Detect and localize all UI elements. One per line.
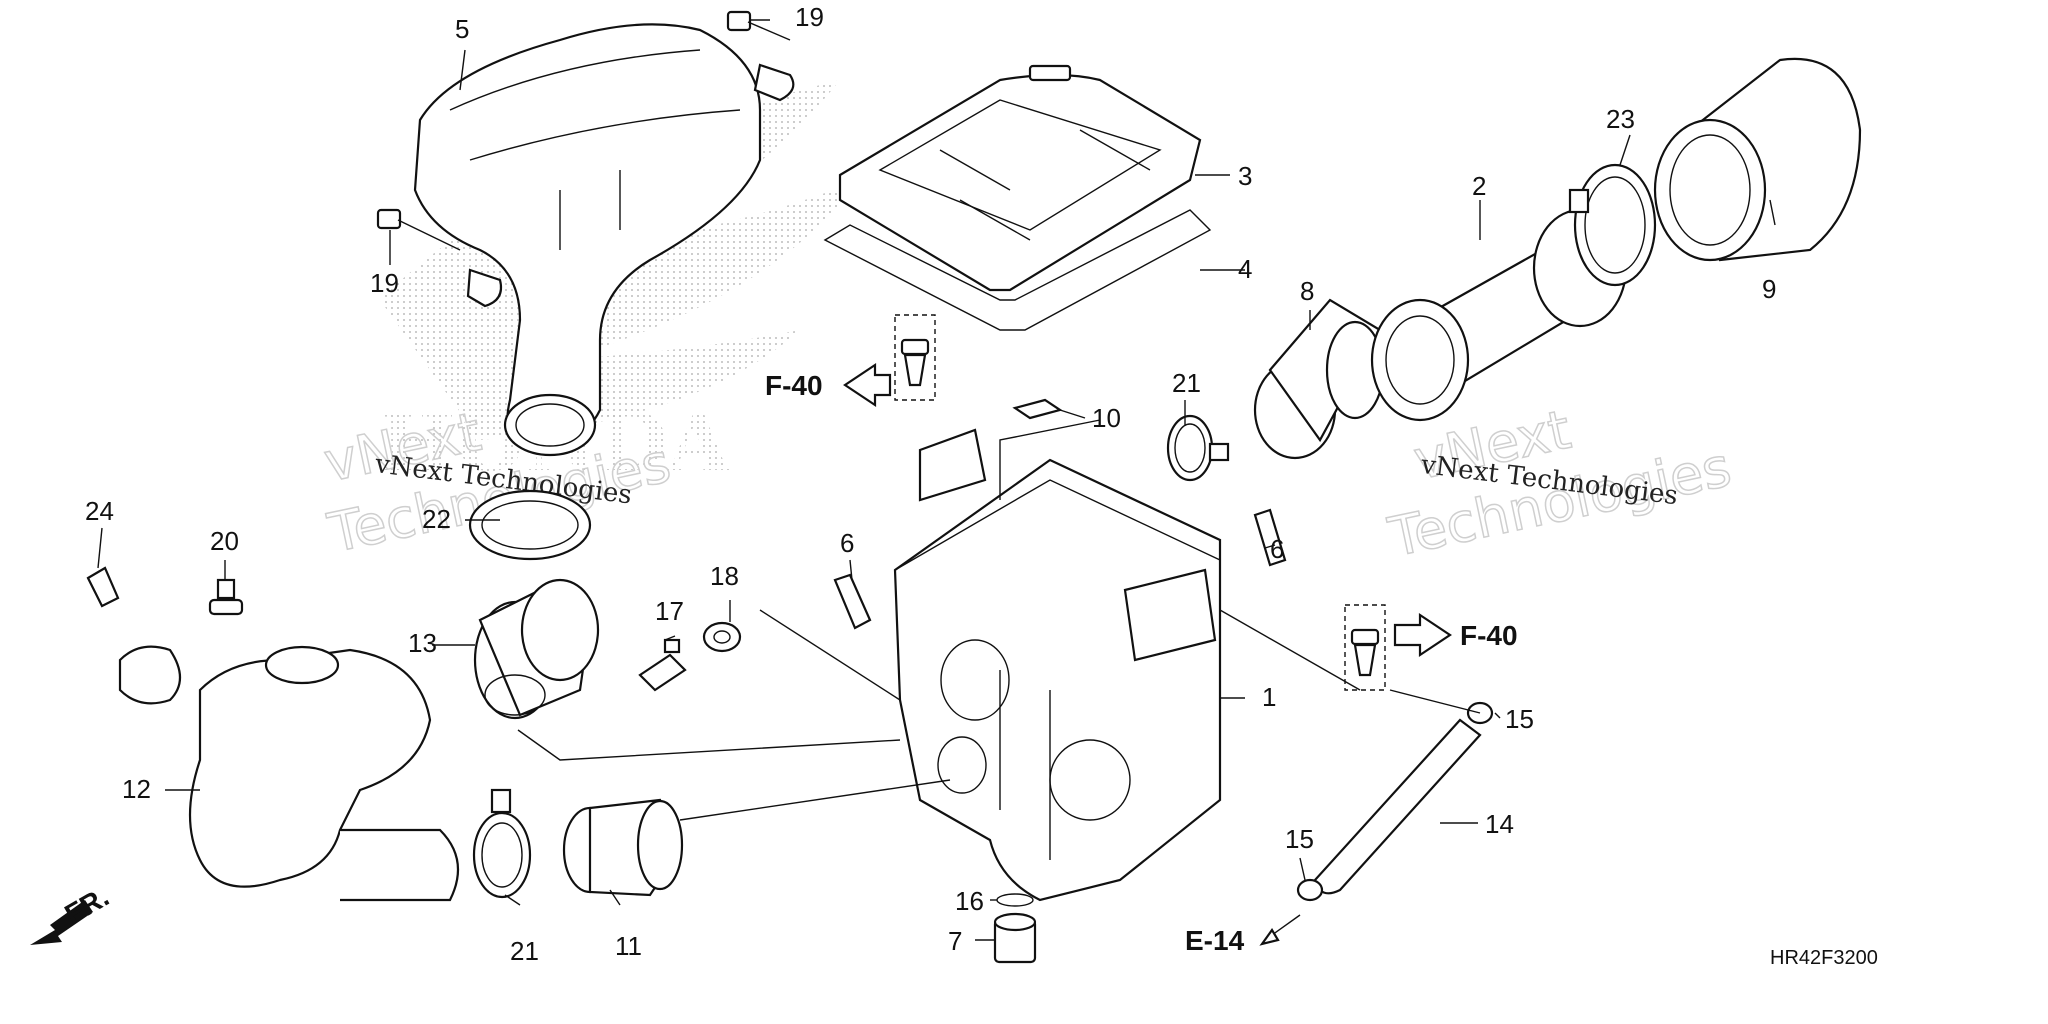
part-bolt-left xyxy=(376,208,503,308)
part-clip-15-lower xyxy=(1296,878,1324,902)
ref-arrow-f40-top: F-40 xyxy=(765,362,892,408)
callouts: 5 19 19 3 4 8 2 23 9 21 10 6 6 1 15 14 1… xyxy=(85,2,1776,966)
callout-21-lower: 21 xyxy=(510,936,539,966)
callout-21-upper: 21 xyxy=(1172,368,1201,398)
part-clip-6-left xyxy=(833,573,872,630)
callout-1: 1 xyxy=(1262,682,1276,712)
part-clip-24 xyxy=(86,566,120,608)
part-intake-duct-12 xyxy=(118,645,460,902)
callout-5: 5 xyxy=(455,14,469,44)
callout-10: 10 xyxy=(1092,403,1121,433)
callout-22: 22 xyxy=(422,504,451,534)
part-inlet-tube-11 xyxy=(562,798,684,897)
part-air-cleaner-case xyxy=(893,428,1222,902)
part-drain-tube-14 xyxy=(1313,718,1482,895)
push-rivet-top xyxy=(894,314,936,401)
callout-16: 16 xyxy=(955,886,984,916)
part-grommet-18 xyxy=(702,621,742,653)
callout-23: 23 xyxy=(1606,104,1635,134)
part-clip-20 xyxy=(208,578,244,616)
part-clamp-22 xyxy=(468,489,592,561)
callout-24: 24 xyxy=(85,496,114,526)
ref-arrow-e14: E-14 xyxy=(1185,914,1301,956)
part-clamp-23 xyxy=(1568,163,1657,287)
diagram-code: HR42F3200 xyxy=(1770,947,1878,969)
callout-8: 8 xyxy=(1300,276,1314,306)
ref-e14-label: E-14 xyxy=(1185,925,1245,956)
callout-9: 9 xyxy=(1762,274,1776,304)
callout-3: 3 xyxy=(1238,161,1252,191)
part-plug-7 xyxy=(993,912,1037,964)
part-bolt-top xyxy=(726,10,795,102)
part-air-cleaner-lid xyxy=(838,64,1202,292)
callout-15-upper: 15 xyxy=(1505,704,1534,734)
callout-15-lower: 15 xyxy=(1285,824,1314,854)
callout-19-left: 19 xyxy=(370,268,399,298)
ref-f40-top-label: F-40 xyxy=(765,370,823,401)
part-clamp-upper xyxy=(1166,414,1230,482)
part-oring-16 xyxy=(996,893,1034,907)
part-inlet-duct-13 xyxy=(473,578,600,720)
part-air-duct xyxy=(413,23,762,457)
part-clip-6-right xyxy=(1253,508,1287,567)
part-clamp-lower xyxy=(472,788,532,899)
part-connecting-boot xyxy=(1253,298,1385,460)
callout-19-top: 19 xyxy=(795,2,824,32)
part-element xyxy=(1370,208,1628,422)
part-sensor-17 xyxy=(638,638,687,692)
ref-f40-right-label: F-40 xyxy=(1460,620,1518,651)
callout-6-left: 6 xyxy=(840,528,854,558)
callout-14: 14 xyxy=(1485,809,1514,839)
callout-7: 7 xyxy=(948,926,962,956)
callout-12: 12 xyxy=(122,774,151,804)
push-rivet-right xyxy=(1344,604,1386,691)
callout-18: 18 xyxy=(710,561,739,591)
callout-17: 17 xyxy=(655,596,684,626)
callout-4: 4 xyxy=(1238,254,1252,284)
callout-2: 2 xyxy=(1472,171,1486,201)
callout-11: 11 xyxy=(615,931,642,961)
callout-13: 13 xyxy=(408,628,437,658)
callout-20: 20 xyxy=(210,526,239,556)
ref-arrow-f40-right: F-40 xyxy=(1393,612,1518,658)
part-clip-10 xyxy=(1012,398,1063,420)
part-prefilter xyxy=(1653,57,1862,262)
leader-lines xyxy=(97,19,1776,941)
part-seal xyxy=(823,209,1212,331)
front-arrow: FR. xyxy=(30,881,114,945)
callout-6-right: 6 xyxy=(1270,534,1284,564)
